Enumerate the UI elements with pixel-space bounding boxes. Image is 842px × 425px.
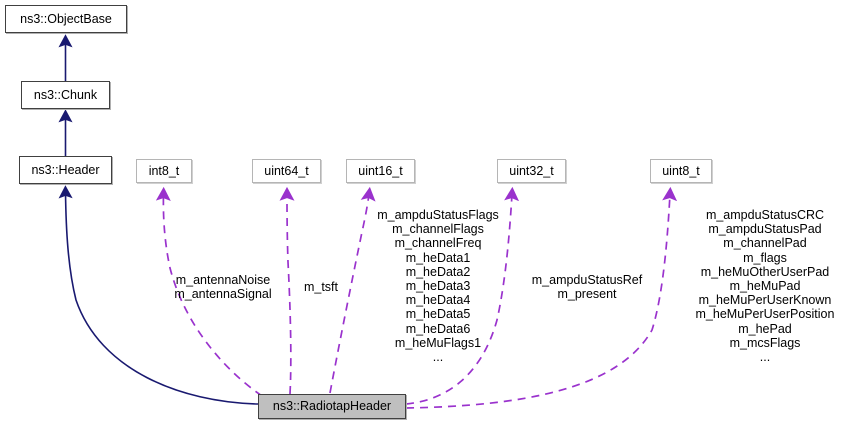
edge-radiotapheader-to-uint8 — [405, 186, 678, 409]
node-ns3-objectbase[interactable]: ns3::ObjectBase — [5, 5, 127, 33]
node-ns3-chunk[interactable]: ns3::Chunk — [21, 81, 110, 109]
node-label: int8_t — [148, 163, 180, 178]
node-label: uint64_t — [264, 163, 309, 178]
node-uint64-t[interactable]: uint64_t — [252, 159, 321, 183]
node-label: ns3::ObjectBase — [20, 11, 112, 26]
edge-radiotapheader-to-int8 — [155, 186, 263, 397]
edge-label-uint32-members: m_ampduStatusRef m_present — [531, 273, 643, 302]
node-int8-t[interactable]: int8_t — [136, 159, 192, 183]
node-label: ns3::Chunk — [33, 87, 98, 102]
edge-label-uint64-members: m_tsft — [303, 280, 339, 294]
node-ns3-radiotapheader[interactable]: ns3::RadiotapHeader — [258, 394, 406, 419]
edge-radiotapheader-to-header — [58, 185, 259, 405]
node-label: ns3::RadiotapHeader — [272, 399, 392, 414]
node-uint8-t[interactable]: uint8_t — [650, 159, 712, 183]
edge-radiotapheader-to-uint64 — [279, 186, 295, 395]
node-label: ns3::Header — [31, 162, 100, 177]
edge-label-int8-members: m_antennaNoise m_antennaSignal — [174, 273, 272, 302]
node-uint16-t[interactable]: uint16_t — [346, 159, 415, 183]
edge-radiotapheader-to-uint32 — [405, 186, 520, 405]
node-label: uint8_t — [662, 163, 700, 178]
node-label: uint32_t — [509, 163, 554, 178]
edge-label-uint16-members: m_ampduStatusFlags m_channelFlags m_chan… — [377, 208, 499, 365]
node-uint32-t[interactable]: uint32_t — [497, 159, 566, 183]
edge-radiotapheader-to-uint16 — [329, 186, 376, 394]
node-ns3-header[interactable]: ns3::Header — [19, 156, 112, 184]
node-label: uint16_t — [358, 163, 403, 178]
edge-label-uint8-members: m_ampduStatusCRC m_ampduStatusPad m_chan… — [695, 208, 835, 365]
